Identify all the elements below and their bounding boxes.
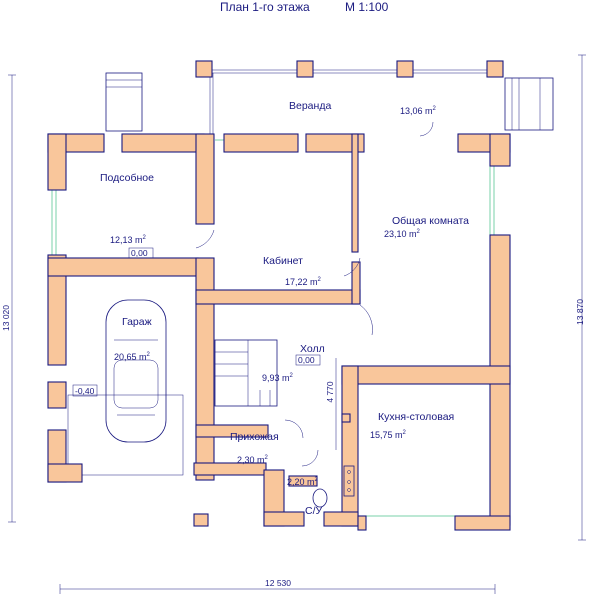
room-hall-area: 9,93 m2 [262, 373, 294, 383]
veranda-column [195, 60, 213, 78]
dimension-lines [8, 54, 586, 594]
bathroom-fixtures [312, 465, 355, 508]
dim-left: 13 020 [1, 305, 11, 331]
room-garage-name: Гараж [122, 316, 152, 328]
room-hall-name: Холл [300, 343, 325, 355]
room-podsobnoe-area: 12,13 m2 [110, 235, 147, 245]
room-bathroom-name: С/У [305, 505, 323, 517]
veranda-column [296, 60, 314, 78]
room-veranda-name: Веранда [289, 100, 331, 112]
room-prihozhaya-area: 2,30 m2 [237, 455, 269, 465]
dim-inner: 4 770 [325, 381, 335, 403]
room-podsobnoe-name: Подсобное [100, 172, 154, 184]
room-garage-area: 20,65 m2 [114, 352, 151, 362]
room-prihozhaya-name: Прихожая [230, 431, 279, 443]
dim-bottom: 12 530 [265, 578, 291, 588]
walls [47, 133, 511, 531]
room-kabinet-area: 17,22 m2 [285, 277, 322, 287]
windows [51, 139, 495, 517]
room-kabinet-name: Кабинет [263, 255, 303, 267]
door-swings [195, 121, 434, 467]
plan-title: План 1-го этажа [220, 0, 310, 14]
room-podsobnoe-level: 0,00 [131, 248, 148, 258]
room-veranda-area: 13,06 m2 [400, 106, 437, 116]
plan-scale: М 1:100 [345, 0, 389, 14]
stairs [214, 339, 278, 407]
room-obshaya-name: Общая комната [392, 215, 469, 227]
room-bathroom-area: 2,20 m2 [287, 477, 319, 487]
room-kitchen-name: Кухня-столовая [378, 411, 454, 423]
veranda-column [396, 60, 414, 78]
room-kitchen-area: 15,75 m2 [370, 430, 407, 440]
car-outline [67, 299, 184, 476]
veranda [105, 60, 554, 135]
dim-right: 13 870 [575, 299, 585, 325]
room-garage-level: -0,40 [75, 386, 95, 396]
room-hall-level: 0,00 [298, 355, 315, 365]
room-obshaya-area: 23,10 m2 [384, 229, 421, 239]
veranda-column [486, 60, 504, 78]
